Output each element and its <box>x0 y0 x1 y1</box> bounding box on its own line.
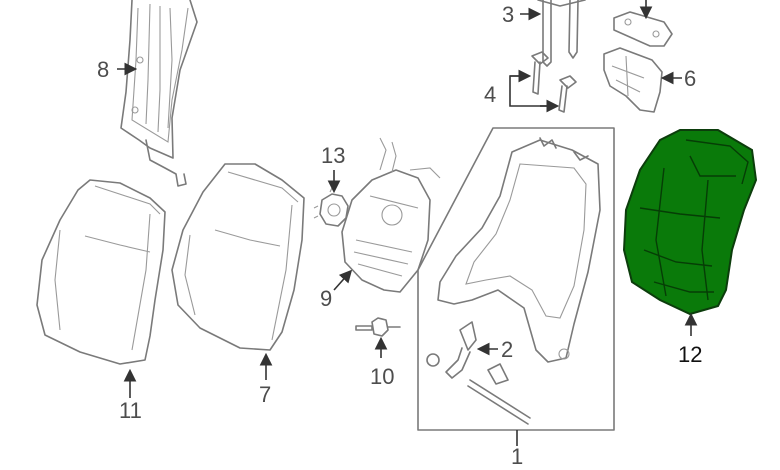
part-3-headrest-guides[interactable] <box>537 0 586 67</box>
part-9-lumbar-support[interactable] <box>341 137 441 293</box>
svg-text:6: 6 <box>684 66 696 91</box>
callout-2: 2 <box>476 337 513 362</box>
part-7-seat-back-panel[interactable] <box>171 163 305 351</box>
callout-6: 6 <box>660 66 696 91</box>
callout-10: 10 <box>370 336 394 389</box>
svg-text:7: 7 <box>259 382 271 407</box>
svg-text:3: 3 <box>502 2 514 27</box>
svg-text:1: 1 <box>511 444 523 469</box>
part-4-headrest-sleeves[interactable] <box>531 51 577 113</box>
part-6-guide-bracket[interactable] <box>603 47 663 113</box>
callout-11: 11 <box>119 368 142 423</box>
svg-text:2: 2 <box>501 337 513 362</box>
part-1-seat-back-frame-box <box>417 127 615 431</box>
callout-12: 12 <box>678 312 702 367</box>
part-12-seat-back-cushion-highlighted[interactable] <box>622 129 758 316</box>
svg-text:13: 13 <box>321 143 345 168</box>
callout-4: 4 <box>484 69 560 113</box>
callout-7: 7 <box>259 352 273 407</box>
part-13-lumbar-motor[interactable] <box>313 187 349 227</box>
svg-text:10: 10 <box>370 364 394 389</box>
callout-9: 9 <box>320 269 353 311</box>
part-8-heater-panel[interactable] <box>120 0 198 187</box>
callout-1: 1 <box>511 430 523 469</box>
part-1-seat-back-frame[interactable] <box>426 137 601 425</box>
part-11-seat-back-cover[interactable] <box>36 179 166 365</box>
callout-13: 13 <box>321 143 345 194</box>
part-10-fastener[interactable] <box>355 317 401 337</box>
svg-text:12: 12 <box>678 342 702 367</box>
svg-text:9: 9 <box>320 286 332 311</box>
callout-3: 3 <box>502 2 542 27</box>
callout-8: 8 <box>97 57 138 82</box>
svg-text:4: 4 <box>484 82 496 107</box>
svg-text:8: 8 <box>97 57 109 82</box>
svg-text:11: 11 <box>119 398 142 423</box>
part-5-bracket[interactable] <box>613 11 673 47</box>
